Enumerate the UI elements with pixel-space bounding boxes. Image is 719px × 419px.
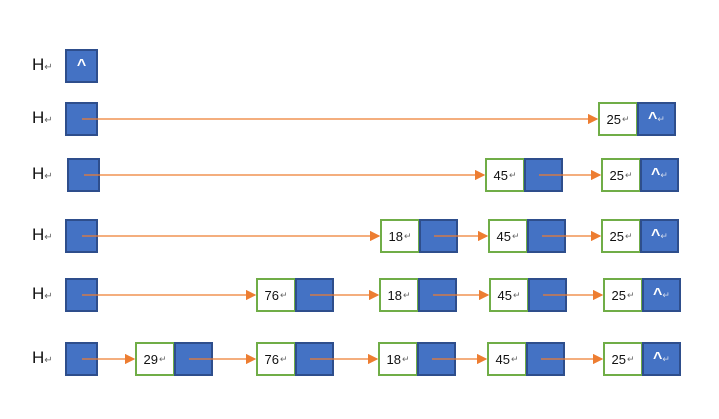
head-label-text: H [32,55,45,74]
return-mark: ↵ [402,289,411,300]
return-mark: ↵ [44,355,53,366]
head-label: H↵ [32,164,53,184]
node-data: 45↵ [489,278,529,312]
null-pointer: ^ [648,110,658,127]
return-mark: ↵ [660,169,668,180]
node-next-pointer [417,342,456,376]
node-value: 45 [497,287,512,303]
head-label: H↵ [32,284,53,304]
node-next-pointer: ^↵ [637,102,676,136]
return-mark: ↵ [511,230,520,241]
node-data: 25↵ [603,342,643,376]
null-pointer: ^ [651,227,661,244]
null-pointer: ^ [651,166,661,183]
node-next-pointer: ^↵ [642,342,681,376]
node-data: 18↵ [380,219,420,253]
head-pointer: ^ [65,49,98,83]
head-label: H↵ [32,108,53,128]
head-label-text: H [32,164,45,183]
node-next-pointer: ^↵ [642,278,681,312]
node-data: 25↵ [601,158,641,192]
return-mark: ↵ [44,115,53,126]
node-value: 45 [493,167,508,183]
head-label-text: H [32,284,45,303]
node-value: 76 [264,287,279,303]
head-pointer [67,158,100,192]
node-next-pointer [174,342,213,376]
node-data: 45↵ [487,342,527,376]
return-mark: ↵ [662,353,670,364]
return-mark: ↵ [624,230,633,241]
node-next-pointer [418,278,457,312]
return-mark: ↵ [621,113,630,124]
return-mark: ↵ [279,353,288,364]
node-next-pointer: ^↵ [640,219,679,253]
head-pointer [65,102,98,136]
node-value: 25 [611,287,626,303]
return-mark: ↵ [44,171,53,182]
return-mark: ↵ [662,289,670,300]
node-data: 18↵ [378,342,418,376]
node-next-pointer [295,342,334,376]
null-pointer: ^ [653,286,663,303]
head-label-text: H [32,108,45,127]
null-pointer: ^ [653,350,663,367]
node-value: 45 [496,228,511,244]
return-mark: ↵ [44,62,53,73]
node-value: 18 [386,351,401,367]
return-mark: ↵ [626,289,635,300]
head-pointer [65,278,98,312]
return-mark: ↵ [401,353,410,364]
node-next-pointer [528,278,567,312]
node-value: 25 [609,228,624,244]
node-data: 18↵ [379,278,419,312]
head-pointer [65,342,98,376]
null-pointer: ^ [76,57,87,74]
return-mark: ↵ [279,289,288,300]
head-label-text: H [32,348,45,367]
node-next-pointer [527,219,566,253]
node-value: 45 [495,351,510,367]
head-pointer [65,219,98,253]
node-data: 76↵ [256,342,296,376]
node-value: 25 [609,167,624,183]
return-mark: ↵ [44,232,53,243]
node-data: 45↵ [485,158,525,192]
node-data: 25↵ [601,219,641,253]
return-mark: ↵ [657,113,665,124]
node-next-pointer: ^↵ [640,158,679,192]
node-data: 29↵ [135,342,175,376]
node-data: 45↵ [488,219,528,253]
return-mark: ↵ [508,169,517,180]
return-mark: ↵ [512,289,521,300]
head-label: H↵ [32,348,53,368]
node-value: 18 [387,287,402,303]
return-mark: ↵ [660,230,668,241]
node-value: 25 [611,351,626,367]
return-mark: ↵ [158,353,167,364]
node-data: 25↵ [603,278,643,312]
return-mark: ↵ [624,169,633,180]
return-mark: ↵ [44,291,53,302]
node-data: 25↵ [598,102,638,136]
head-label-text: H [32,225,45,244]
return-mark: ↵ [510,353,519,364]
node-data: 76↵ [256,278,296,312]
node-next-pointer [526,342,565,376]
node-next-pointer [524,158,563,192]
node-value: 18 [388,228,403,244]
head-label: H↵ [32,55,53,75]
head-label: H↵ [32,225,53,245]
node-value: 76 [264,351,279,367]
node-next-pointer [419,219,458,253]
node-value: 25 [606,111,621,127]
return-mark: ↵ [626,353,635,364]
return-mark: ↵ [403,230,412,241]
node-next-pointer [295,278,334,312]
node-value: 29 [143,351,158,367]
